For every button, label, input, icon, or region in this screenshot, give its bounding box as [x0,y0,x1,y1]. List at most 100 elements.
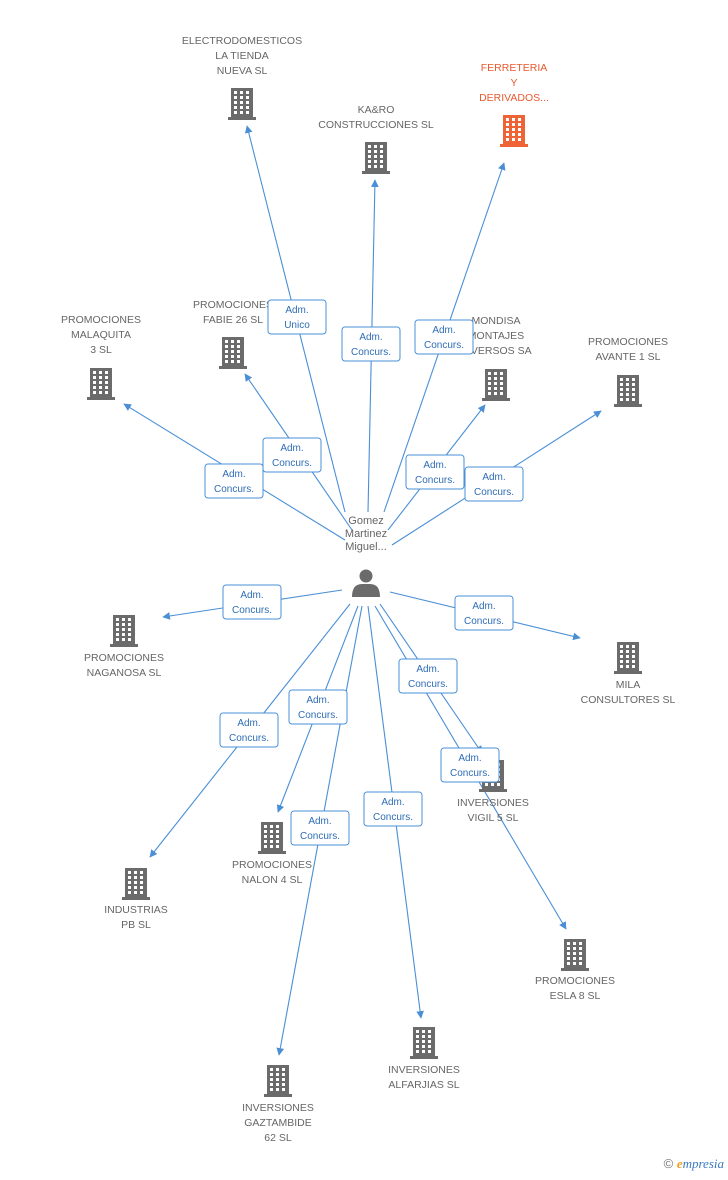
edge-label-alfarjias[interactable]: Adm.Concurs. [363,791,423,827]
company-node-gaztambide[interactable]: INVERSIONES GAZTAMBIDE 62 SL [242,1065,314,1144]
company-node-karo[interactable]: KA&RO CONSTRUCCIONES SL [318,104,434,174]
company-label[interactable]: 3 SL [90,344,112,356]
building-icon[interactable] [228,88,256,120]
edge-label-box [398,658,458,694]
edge-label-esla[interactable]: Adm.Concurs. [440,747,500,783]
edge-label-vigil[interactable]: Adm.Concurs. [398,658,458,694]
company-node-malaquita[interactable]: PROMOCIONES MALAQUITA 3 SL [61,314,141,400]
company-label[interactable]: NUEVA SL [217,65,268,77]
company-label[interactable]: FABIE 26 SL [203,314,263,326]
building-icon[interactable] [219,337,247,369]
company-node-nalon[interactable]: PROMOCIONES NALON 4 SL [232,822,312,886]
building-icon[interactable] [258,822,286,854]
company-label[interactable]: MALAQUITA [71,329,131,341]
edge-label-naganosa[interactable]: Adm.Concurs. [222,584,282,620]
company-label[interactable]: PROMOCIONES [61,314,141,326]
edge-label-mondisa[interactable]: Adm.Concurs. [405,454,465,490]
edge-label-fabie[interactable]: Adm.Concurs. [262,437,322,473]
edge-label-box [222,584,282,620]
building-icon[interactable] [614,375,642,407]
company-node-mila[interactable]: MILA CONSULTORES SL [581,642,676,706]
edge-label-text: Adm. [308,816,331,827]
company-node-ferreteria[interactable]: FERRETERIA Y DERIVADOS... [479,62,549,147]
company-label[interactable]: PROMOCIONES [193,299,273,311]
company-label[interactable]: ELECTRODOMESTICOS [182,35,302,47]
edge-label-ferreteria[interactable]: Adm.Concurs. [414,319,474,355]
company-label[interactable]: PROMOCIONES [588,336,668,348]
edge-label-electrodomesticos[interactable]: Adm.Unico [267,299,327,335]
building-icon[interactable] [264,1065,292,1097]
person-name-label[interactable]: Martinez [345,528,387,540]
company-label[interactable]: KA&RO [358,104,395,116]
edge-label-malaquita[interactable]: Adm.Concurs. [204,463,264,499]
company-node-avante[interactable]: PROMOCIONES AVANTE 1 SL [588,336,668,407]
company-label[interactable]: VIGIL 5 SL [468,812,519,824]
edge-label-box [405,454,465,490]
person-node[interactable]: GomezMartinezMiguel... [345,515,387,597]
edge-label-text: Adm. [416,664,439,675]
company-label[interactable]: INDUSTRIAS [104,904,168,916]
edge-label-gaztambide[interactable]: Adm. Concurs. [290,810,350,846]
company-label[interactable]: MONTAJES [468,330,524,342]
company-label[interactable]: INVERSIONES [388,1064,460,1076]
building-icon[interactable] [110,615,138,647]
company-label[interactable]: DIVERSOS SA [460,345,531,357]
edge-label-text: Concurs. [232,605,272,616]
company-label[interactable]: INVERSIONES [457,797,529,809]
company-label[interactable]: 62 SL [264,1132,292,1144]
company-label[interactable]: NAGANOSA SL [87,667,162,679]
company-label[interactable]: Y [510,77,517,89]
building-icon[interactable] [561,939,589,971]
company-label[interactable]: FERRETERIA [481,62,548,74]
company-label[interactable]: INVERSIONES [242,1102,314,1114]
company-label[interactable]: AVANTE 1 SL [596,351,661,363]
company-label[interactable]: MILA [616,679,641,691]
edge-label-text: Concurs. [272,458,312,469]
company-label[interactable]: LA TIENDA [215,50,269,62]
brand-logo[interactable]: empresia [676,1156,724,1171]
building-icon[interactable] [500,115,528,147]
edge-label-box [341,326,401,362]
edge-label-text: Adm. [306,695,329,706]
edge-label-box [262,437,322,473]
edge-label-mila[interactable]: Adm.Concurs. [454,595,514,631]
building-icon[interactable] [122,868,150,900]
company-label[interactable]: CONSULTORES SL [581,694,676,706]
person-name-label[interactable]: Gomez [348,515,383,527]
company-node-esla[interactable]: PROMOCIONES ESLA 8 SL [535,939,615,1002]
company-node-electrodomesticos[interactable]: ELECTRODOMESTICOS LA TIENDA NUEVA SL [182,35,302,120]
edge-label-box [363,791,423,827]
edge-label-nalon[interactable]: Adm.Concurs. [288,689,348,725]
company-node-fabie[interactable]: PROMOCIONES FABIE 26 SL [193,299,273,369]
company-label[interactable]: PROMOCIONES [232,859,312,871]
company-label[interactable]: NALON 4 SL [242,874,303,886]
building-icon[interactable] [614,642,642,674]
person-name-label[interactable]: Miguel... [345,541,387,553]
company-node-industrias[interactable]: INDUSTRIAS PB SL [104,868,168,931]
edge-label-text: Adm. [285,305,308,316]
edge-label-industrias[interactable]: Adm.Concurs. [219,712,279,748]
company-node-naganosa[interactable]: PROMOCIONES NAGANOSA SL [84,615,164,679]
edge-label-text: Concurs. [300,831,340,842]
company-label[interactable]: GAZTAMBIDE [244,1117,311,1129]
edge-label-avante[interactable]: Adm.Concurs. [464,466,524,502]
company-node-mondisa[interactable]: MONDISA MONTAJES DIVERSOS SA [460,315,532,401]
building-icon[interactable] [362,142,390,174]
company-label[interactable]: PB SL [121,919,151,931]
company-label[interactable]: MONDISA [471,315,520,327]
building-icon[interactable] [482,369,510,401]
company-label[interactable]: ESLA 8 SL [550,990,601,1002]
edge-label-text: Concurs. [229,733,269,744]
company-label[interactable]: DERIVADOS... [479,92,549,104]
company-node-alfarjias[interactable]: INVERSIONES ALFARJIAS SL [388,1027,460,1091]
edge-label-karo[interactable]: Adm.Concurs. [341,326,401,362]
building-icon[interactable] [410,1027,438,1059]
person-icon[interactable] [352,569,380,598]
building-icon[interactable] [87,368,115,400]
company-label[interactable]: PROMOCIONES [84,652,164,664]
company-label[interactable]: PROMOCIONES [535,975,615,987]
edge-label-text: Concurs. [474,487,514,498]
edge-label-text: Adm. [472,601,495,612]
company-label[interactable]: ALFARJIAS SL [388,1079,459,1091]
company-label[interactable]: CONSTRUCCIONES SL [318,119,434,131]
